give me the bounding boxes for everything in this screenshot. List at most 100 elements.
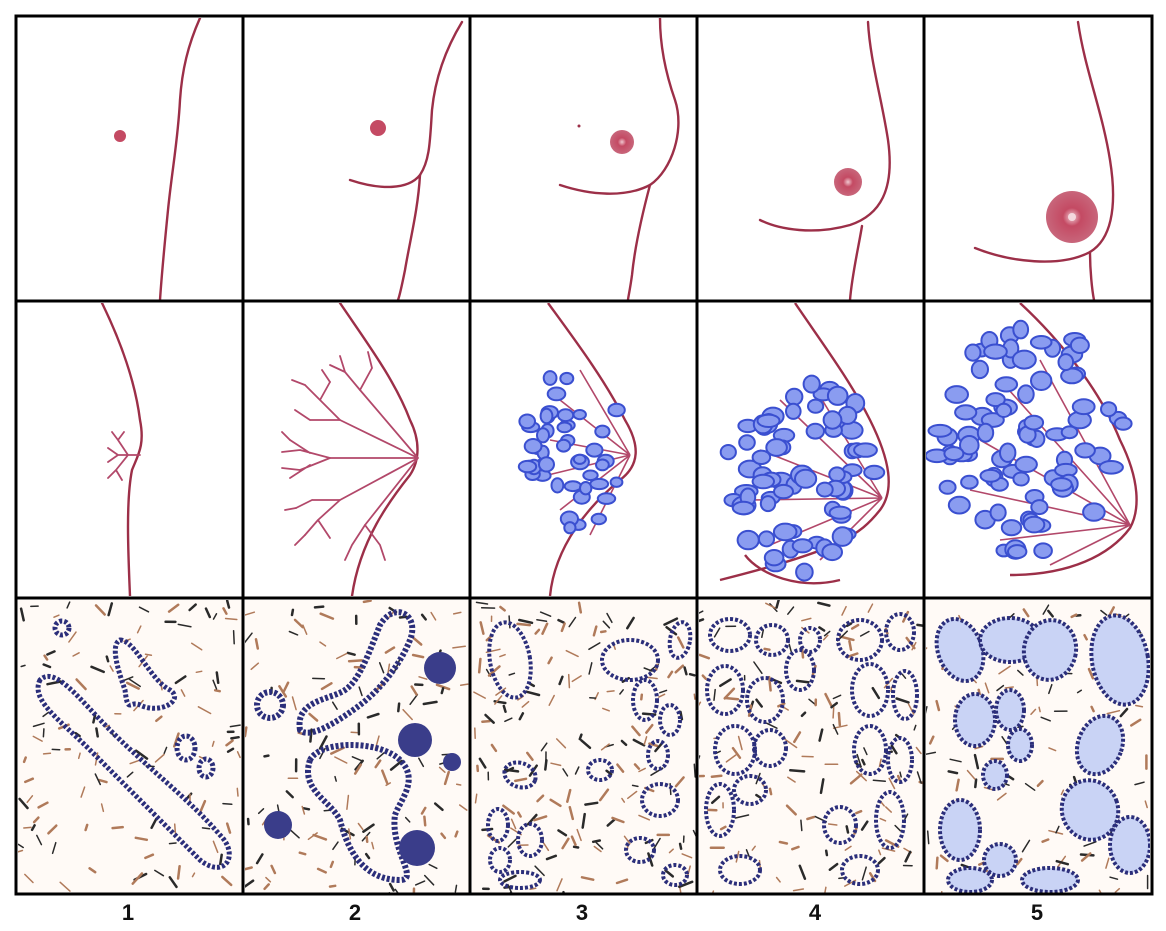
lobule bbox=[539, 457, 554, 471]
stroma-fiber bbox=[96, 729, 97, 737]
stroma-fiber bbox=[694, 694, 695, 699]
stroma-fiber bbox=[146, 654, 152, 655]
stroma-fiber bbox=[107, 657, 108, 662]
stroma-fiber bbox=[220, 855, 221, 864]
stroma-fiber bbox=[86, 825, 88, 830]
lobule bbox=[733, 502, 754, 514]
stroma-fiber bbox=[227, 601, 229, 608]
stroma-fiber bbox=[44, 753, 51, 754]
lobule bbox=[991, 505, 1006, 521]
lobule bbox=[765, 550, 784, 565]
stroma-fiber bbox=[641, 695, 642, 700]
gland-section bbox=[948, 868, 992, 892]
skin-outline-3 bbox=[560, 18, 678, 194]
lobule bbox=[766, 439, 787, 456]
lobule bbox=[1000, 444, 1015, 462]
lobule bbox=[1013, 351, 1036, 369]
lobule bbox=[864, 466, 884, 479]
lobule bbox=[721, 445, 736, 459]
stroma-fiber bbox=[175, 824, 176, 833]
stroma-fiber bbox=[769, 677, 770, 690]
stroma-fiber bbox=[898, 776, 900, 780]
lobule bbox=[955, 405, 976, 419]
lobule bbox=[1002, 520, 1021, 535]
lobule bbox=[949, 497, 970, 514]
stroma-fiber bbox=[680, 844, 681, 849]
stroma-fiber bbox=[21, 665, 25, 666]
stroma-fiber bbox=[694, 764, 695, 777]
stroma-fiber bbox=[790, 770, 804, 771]
gland-section bbox=[1110, 817, 1150, 873]
areola-4 bbox=[834, 168, 862, 196]
stage-label-5: 5 bbox=[1017, 900, 1057, 926]
lobule bbox=[1031, 336, 1052, 349]
skin-outline-d1 bbox=[102, 303, 142, 596]
stroma-fiber bbox=[482, 721, 489, 722]
stroma-fiber bbox=[256, 639, 258, 648]
stroma-fiber bbox=[765, 649, 770, 650]
stroma-fiber bbox=[442, 688, 443, 693]
histology-stage-3 bbox=[472, 600, 699, 906]
stroma-fiber bbox=[203, 828, 210, 829]
lobule bbox=[592, 514, 606, 524]
areola-1 bbox=[114, 130, 126, 142]
lobules-4 bbox=[721, 376, 885, 581]
lobule bbox=[1073, 399, 1095, 414]
stroma-fiber bbox=[349, 660, 362, 661]
lobule bbox=[929, 425, 952, 437]
lobule bbox=[753, 475, 774, 489]
lobule bbox=[833, 527, 853, 546]
stroma-fiber bbox=[975, 780, 976, 787]
lobule bbox=[1031, 372, 1051, 390]
profile-stage-1 bbox=[114, 18, 200, 300]
stroma-fiber bbox=[601, 631, 605, 632]
lobule bbox=[758, 415, 780, 427]
stroma-fiber bbox=[93, 715, 95, 722]
stroma-fiber bbox=[479, 659, 480, 672]
ducts-1 bbox=[108, 432, 140, 480]
lobule bbox=[774, 485, 793, 498]
stroma-fiber bbox=[633, 785, 638, 786]
stroma-fiber bbox=[593, 841, 600, 842]
lobule bbox=[558, 423, 572, 433]
histology-stage-2 bbox=[241, 600, 469, 900]
lobule bbox=[796, 564, 813, 581]
skin-outline-2 bbox=[350, 22, 462, 187]
lobule bbox=[996, 377, 1018, 391]
lobule bbox=[1008, 545, 1026, 558]
stroma-fiber bbox=[530, 684, 534, 686]
stroma-fiber bbox=[315, 607, 323, 608]
stroma-fiber bbox=[348, 653, 355, 655]
lobule bbox=[786, 389, 802, 405]
lobule bbox=[795, 470, 816, 488]
lobule bbox=[586, 444, 602, 457]
lobule bbox=[1115, 418, 1132, 430]
ducts-2 bbox=[282, 352, 418, 560]
row-external-profile bbox=[114, 18, 1113, 300]
lobule bbox=[817, 483, 833, 497]
lobule bbox=[611, 478, 623, 487]
solid-bud-2c bbox=[399, 830, 435, 866]
gland-section bbox=[983, 761, 1007, 789]
lobule bbox=[1018, 385, 1034, 403]
stroma-fiber bbox=[196, 671, 201, 672]
stage-label-3: 3 bbox=[562, 900, 602, 926]
lobules-5 bbox=[926, 321, 1132, 559]
profile-stage-3 bbox=[560, 18, 678, 300]
lobules-3 bbox=[519, 371, 625, 533]
duct-tree-stage-4 bbox=[720, 303, 889, 583]
stroma-fiber bbox=[873, 780, 885, 781]
solid-bud-2b bbox=[398, 723, 432, 757]
stroma-fiber bbox=[1005, 687, 1013, 688]
stroma-fiber bbox=[949, 771, 957, 773]
solid-bud-2e bbox=[443, 753, 461, 771]
stroma-fiber bbox=[849, 641, 851, 650]
histology-stage-5 bbox=[921, 600, 1155, 898]
stroma-fiber bbox=[178, 866, 180, 878]
stroma-fiber bbox=[367, 837, 368, 842]
lobule bbox=[972, 361, 988, 378]
row-ductal-lobular-tree bbox=[102, 303, 1137, 596]
lobule bbox=[557, 440, 570, 452]
stroma-fiber bbox=[579, 603, 581, 613]
profile-stage-4 bbox=[760, 22, 890, 300]
